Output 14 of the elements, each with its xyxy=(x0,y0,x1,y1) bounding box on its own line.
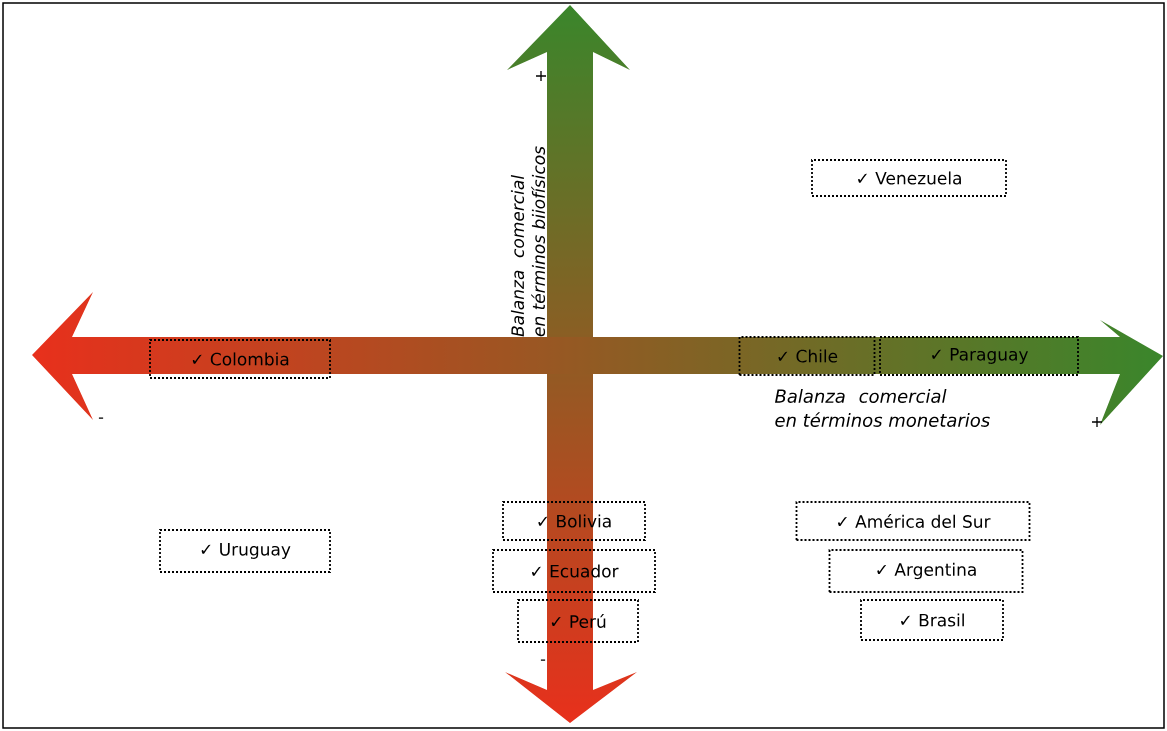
country-box: ✓ América del Sur xyxy=(795,501,1031,541)
axis-sign: - xyxy=(98,417,104,419)
country-box: ✓ Uruguay xyxy=(159,529,331,573)
axis-label: Balanza comercial en términos monetarios xyxy=(775,389,990,427)
axis-label: Balanza comercial en términos biiofísicos xyxy=(510,146,546,337)
country-box: ✓ Chile xyxy=(738,336,876,376)
country-box: ✓ Brasil xyxy=(860,599,1004,641)
axis-sign: + xyxy=(1092,417,1102,427)
country-box: ✓ Colombia xyxy=(149,339,331,379)
country-box: ✓ Venezuela xyxy=(811,159,1007,197)
axis-sign: - xyxy=(540,659,546,661)
country-box: ✓ Argentina xyxy=(828,549,1024,593)
axis-sign: + xyxy=(536,71,546,81)
country-box: ✓ Paraguay xyxy=(879,336,1079,376)
